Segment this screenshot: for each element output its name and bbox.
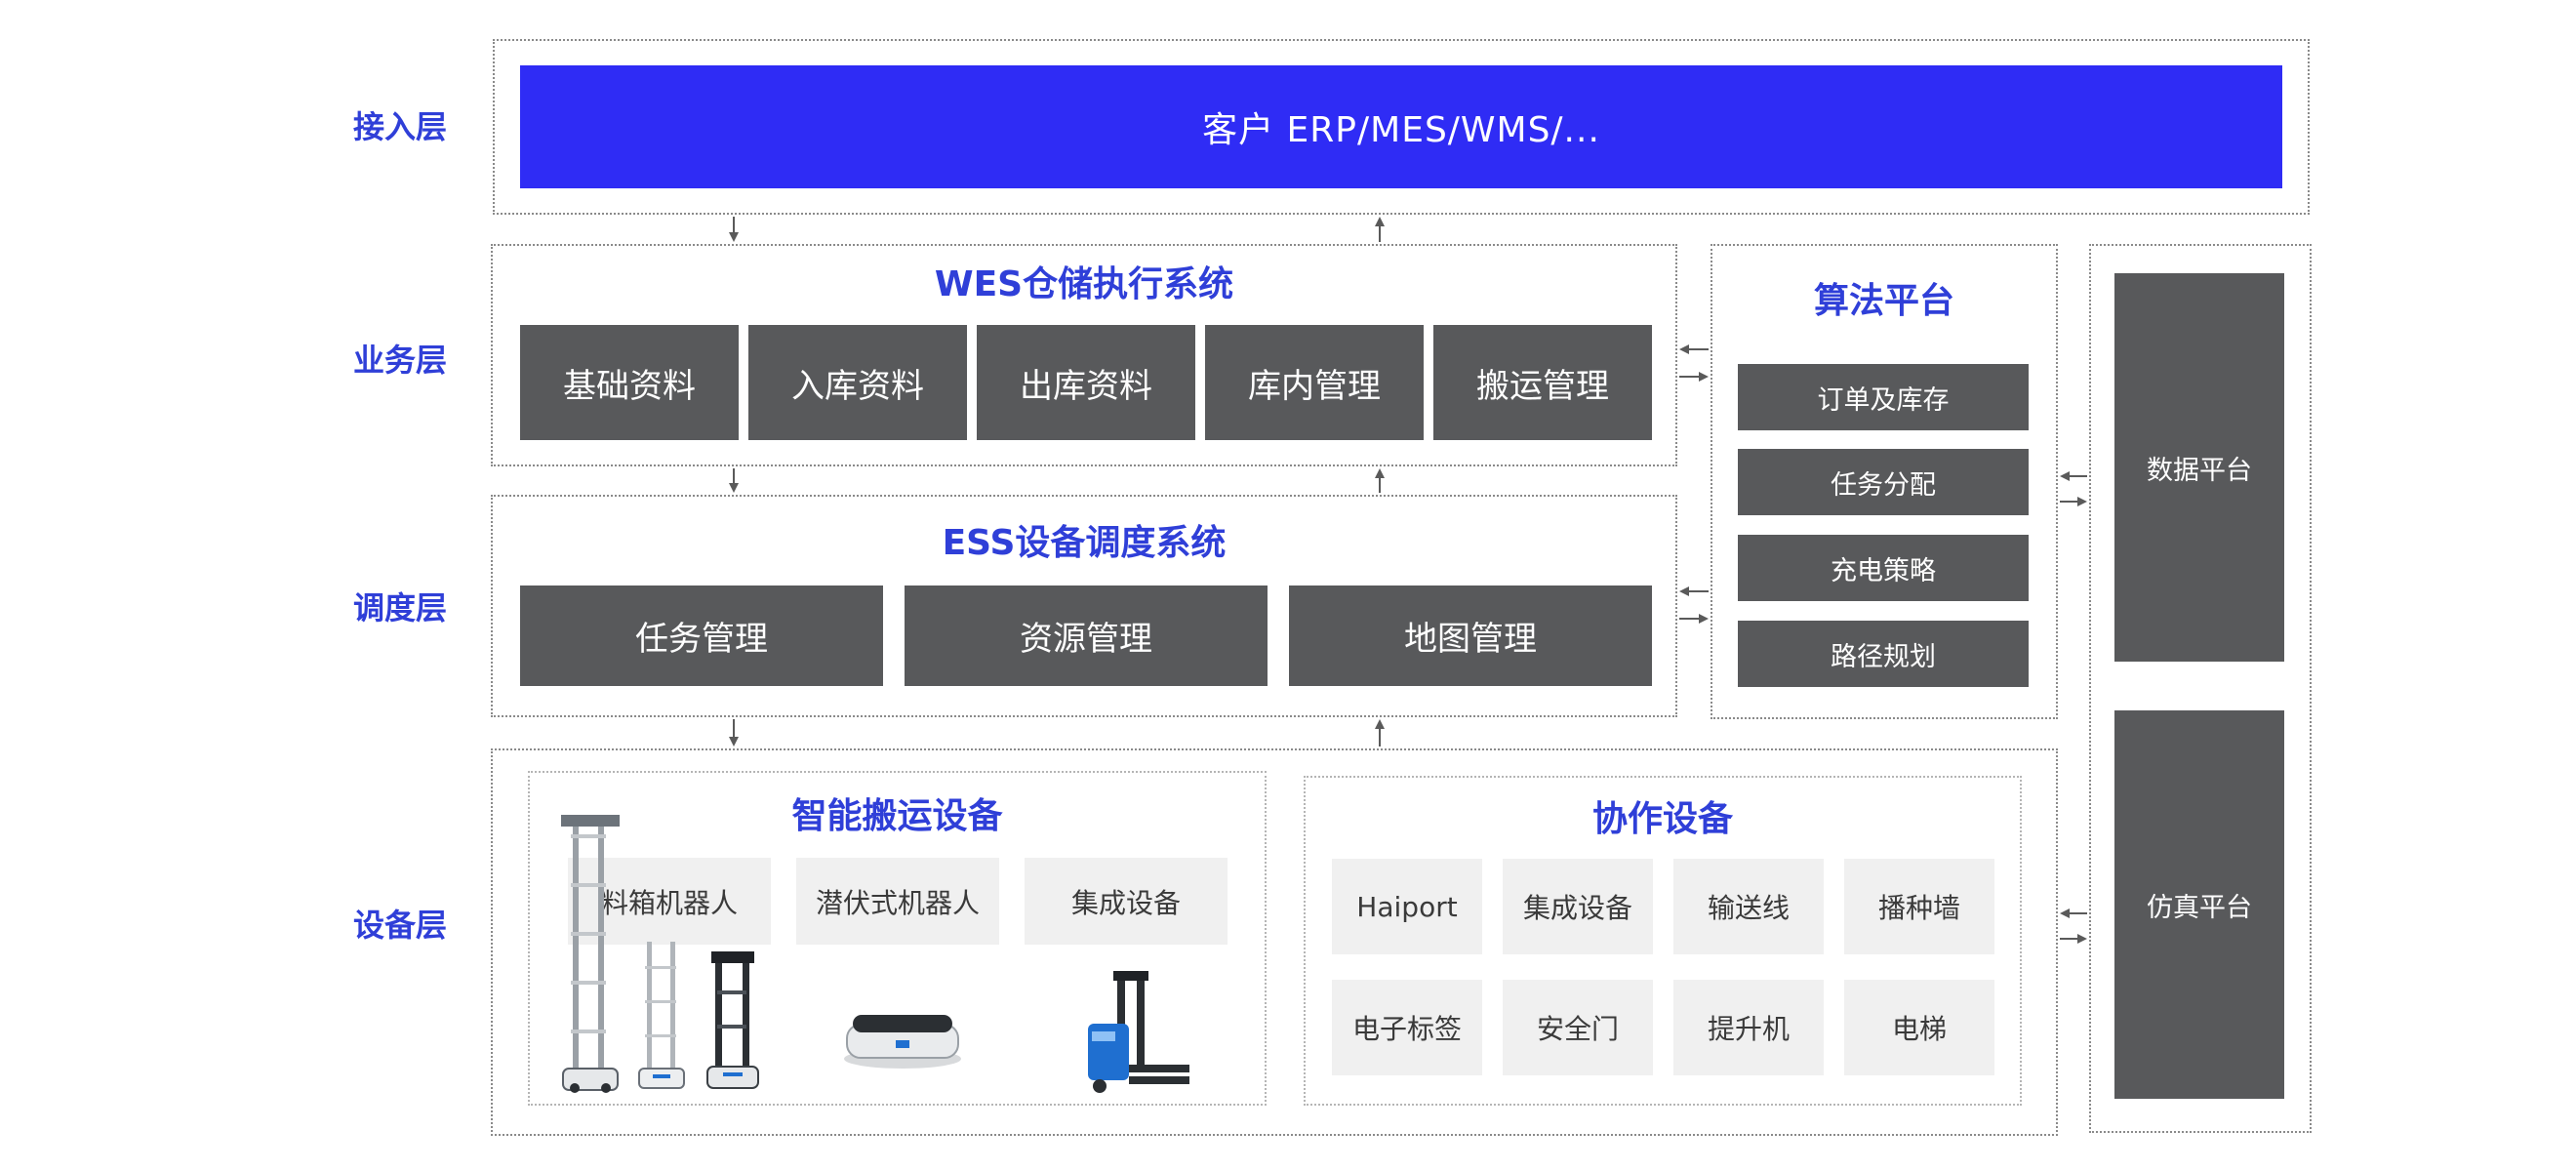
layer-label-business: 业务层 xyxy=(352,342,447,379)
wes-title: WES仓储执行系统 xyxy=(934,264,1234,304)
wes-module-inventory: 库内管理 xyxy=(1205,325,1424,440)
ess-module-map: 地图管理 xyxy=(1289,586,1652,686)
access-layer-frame xyxy=(493,39,2310,215)
wes-module-basic-data: 基础资料 xyxy=(520,325,739,440)
ess-title: ESS设备调度系统 xyxy=(942,523,1227,563)
wes-module-outbound: 出库资料 xyxy=(977,325,1195,440)
collab-haiport: Haiport xyxy=(1332,859,1482,954)
ess-module-resource: 资源管理 xyxy=(905,586,1268,686)
customer-systems-bar: 客户 ERP/MES/WMS/... xyxy=(520,65,2282,188)
collab-integrated-equipment: 集成设备 xyxy=(1503,859,1653,954)
side-platforms-frame xyxy=(2089,244,2312,1133)
algorithm-title: 算法平台 xyxy=(1813,281,1954,321)
collab-elevator: 电梯 xyxy=(1844,980,1994,1075)
ess-frame xyxy=(491,495,1677,717)
layer-label-device: 设备层 xyxy=(352,907,447,944)
collab-title: 协作设备 xyxy=(1591,799,1733,839)
wes-module-inbound: 入库资料 xyxy=(748,325,967,440)
collab-frame xyxy=(1304,776,2022,1106)
algorithm-item-task-allocation: 任务分配 xyxy=(1738,449,2029,515)
latent-robot-illustration xyxy=(844,1015,961,1069)
algorithm-frame xyxy=(1711,244,2058,719)
device-integrated-equipment: 集成设备 xyxy=(1025,858,1228,945)
collab-lifter: 提升机 xyxy=(1673,980,1824,1075)
algorithm-item-charging-strategy: 充电策略 xyxy=(1738,535,2029,601)
tote-robot-illustration xyxy=(561,815,759,1093)
wes-frame xyxy=(491,244,1677,466)
collab-safety-door: 安全门 xyxy=(1503,980,1653,1075)
forklift-illustration xyxy=(1088,971,1189,1093)
ess-module-task: 任务管理 xyxy=(520,586,883,686)
collab-conveyor: 输送线 xyxy=(1673,859,1824,954)
collab-electronic-label: 电子标签 xyxy=(1332,980,1482,1075)
algorithm-item-path-planning: 路径规划 xyxy=(1738,621,2029,687)
layer-label-scheduling: 调度层 xyxy=(352,589,447,626)
collab-put-wall: 播种墙 xyxy=(1844,859,1994,954)
device-layer-frame xyxy=(491,748,2058,1136)
smart-handling-frame xyxy=(528,771,1267,1106)
data-platform: 数据平台 xyxy=(2114,273,2284,662)
simulation-platform: 仿真平台 xyxy=(2114,710,2284,1099)
wes-module-handling: 搬运管理 xyxy=(1433,325,1652,440)
layer-label-access: 接入层 xyxy=(352,108,447,145)
device-latent-robot: 潜伏式机器人 xyxy=(796,858,999,945)
smart-handling-title: 智能搬运设备 xyxy=(791,796,1003,836)
algorithm-item-order-inventory: 订单及库存 xyxy=(1738,364,2029,430)
